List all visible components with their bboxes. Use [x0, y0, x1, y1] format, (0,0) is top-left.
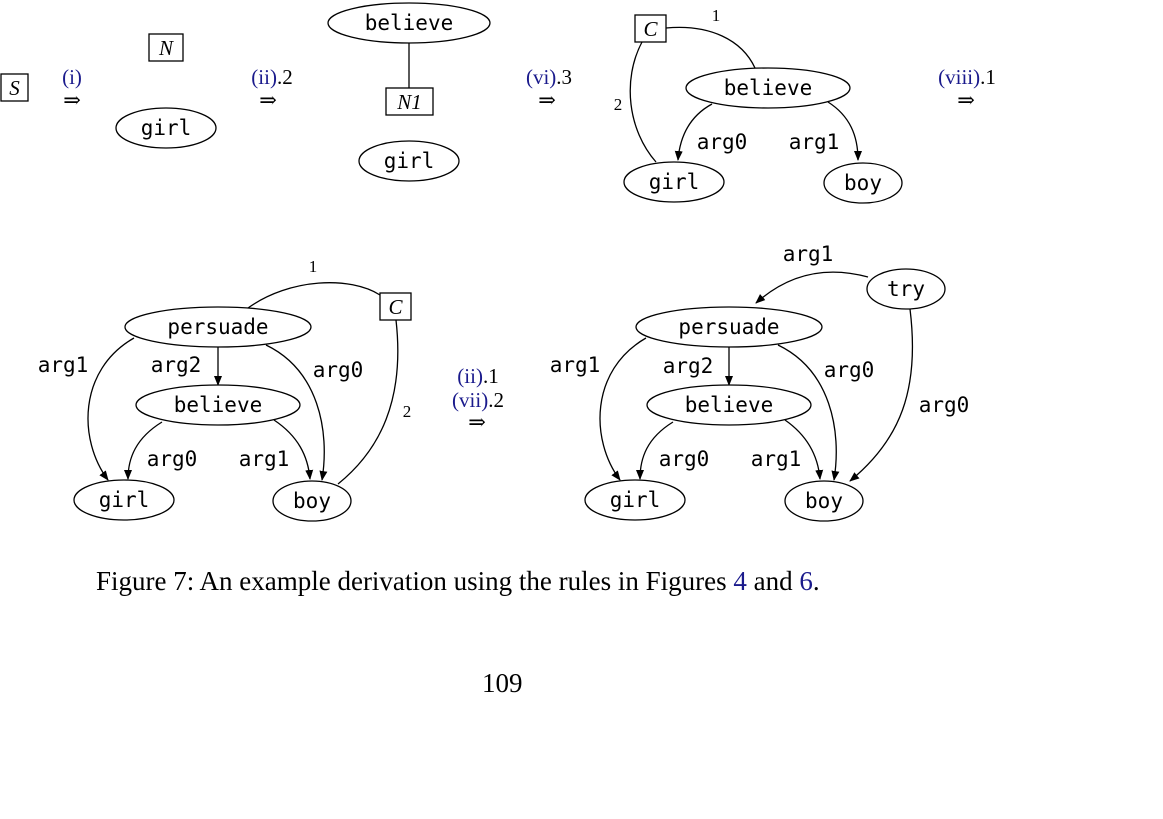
- edge-label-arg1: arg1: [38, 353, 89, 377]
- edge-label-arg0: arg0: [824, 358, 875, 382]
- node-boy: [823, 162, 903, 204]
- node-girl: [358, 140, 460, 182]
- edge-persuade-boy-arg0: [777, 344, 840, 481]
- edge-label-1: 1: [712, 6, 721, 25]
- step5-rule-label-a: (ii).1: [457, 364, 498, 388]
- node-boy: [784, 480, 864, 522]
- step5-arrow: ⇒: [468, 410, 486, 434]
- edge-label-arg0: arg0: [147, 447, 198, 471]
- node-persuade-label: persuade: [678, 315, 779, 339]
- step4-rule-label: (viii).1: [938, 65, 996, 89]
- nonterminal-c-label: C: [643, 17, 658, 41]
- node-believe: [327, 2, 491, 44]
- node-persuade-label: persuade: [167, 315, 268, 339]
- edge-label-arg1: arg1: [239, 447, 290, 471]
- step5-rule-label-b: (vii).2: [452, 388, 504, 412]
- node-believe: [135, 384, 301, 426]
- node-girl: [73, 479, 175, 521]
- nonterminal-c-box: [379, 292, 412, 321]
- caption-middle: and: [746, 566, 800, 596]
- node-persuade: [124, 306, 312, 348]
- node-try: [866, 268, 946, 310]
- edge-label-arg0: arg0: [659, 447, 710, 471]
- figure-caption: Figure 7: An example derivation using th…: [96, 566, 820, 597]
- node-believe: [646, 384, 812, 426]
- edge-label-arg1: arg1: [550, 353, 601, 377]
- edge-label-arg2: arg2: [151, 353, 202, 377]
- edge-label-2: 2: [403, 402, 412, 421]
- node-boy-label: boy: [293, 489, 331, 513]
- node-girl: [623, 161, 725, 203]
- edge-believe-girl-arg0: [636, 421, 674, 480]
- node-girl: [115, 107, 217, 149]
- node-girl-label: girl: [141, 116, 192, 140]
- node-believe-label: believe: [365, 11, 454, 35]
- step3-arrow: ⇒: [538, 88, 556, 112]
- nonterminal-c-label: C: [388, 295, 403, 319]
- nonterminal-c-box: [634, 14, 667, 43]
- step2-rule-label: (ii).2: [251, 65, 292, 89]
- node-persuade: [635, 306, 823, 348]
- node-girl: [584, 479, 686, 521]
- node-boy: [272, 480, 352, 522]
- nonterminal-s-box: [0, 73, 29, 102]
- step1-rule: (i): [62, 65, 82, 89]
- nonterminal-n1-box: [385, 87, 434, 116]
- figure-ref-6-link[interactable]: 6: [799, 566, 813, 596]
- step4-arrow: ⇒: [957, 88, 975, 112]
- edge-persuade-boy-arg0: [265, 344, 328, 481]
- caption-suffix: .: [812, 566, 820, 596]
- edge-persuade-girl-arg1: [599, 337, 647, 481]
- node-try-label: try: [887, 277, 925, 301]
- edge-label-arg2: arg2: [663, 354, 714, 378]
- edge-c-boy-2: [337, 319, 399, 485]
- edge-try-persuade-arg1: [755, 271, 869, 304]
- edge-label-2: 2: [614, 95, 623, 114]
- node-believe-label: believe: [685, 393, 774, 417]
- node-boy-label: boy: [844, 171, 882, 195]
- edge-believe-girl-arg0: [674, 103, 713, 161]
- node-believe-label: believe: [174, 393, 263, 417]
- edge-label-arg0: arg0: [697, 130, 748, 154]
- edge-label-arg1: arg1: [789, 130, 840, 154]
- edge-try-boy-arg0: [849, 308, 914, 482]
- edge-c-girl-2: [629, 41, 657, 163]
- nonterminal-s-label: S: [9, 76, 20, 100]
- edge-label-1: 1: [309, 257, 318, 276]
- node-believe: [685, 67, 851, 109]
- node-boy-label: boy: [805, 489, 843, 513]
- edge-believe-girl-arg0: [124, 421, 163, 480]
- nonterminal-n-label: N: [158, 36, 174, 60]
- edge-label-arg1: arg1: [783, 242, 834, 266]
- figure-ref-4-link[interactable]: 4: [733, 566, 747, 596]
- step3-rule-label: (vi).3: [526, 65, 572, 89]
- edge-label-arg0: arg0: [919, 393, 970, 417]
- page-number: 109: [482, 668, 523, 698]
- edge-label-arg1: arg1: [751, 447, 802, 471]
- edge-c-believe-1: [665, 26, 756, 69]
- edge-believe-boy-arg1: [273, 419, 314, 480]
- node-girl-label: girl: [610, 488, 661, 512]
- node-girl-label: girl: [99, 488, 150, 512]
- caption-prefix: Figure 7: An example derivation using th…: [96, 566, 734, 596]
- edge-believe-boy-arg1: [827, 101, 862, 161]
- step2-arrow: ⇒: [259, 88, 277, 112]
- edge-believe-boy-arg1: [784, 419, 824, 480]
- node-believe-label: believe: [724, 76, 813, 100]
- nonterminal-n1-label: N1: [396, 90, 422, 114]
- edge-persuade-girl-arg1: [87, 337, 135, 481]
- node-girl-label: girl: [384, 149, 435, 173]
- step1-arrow: ⇒: [63, 88, 81, 112]
- edge-label-arg0: arg0: [313, 358, 364, 382]
- edge-persuade-c-1: [247, 282, 381, 309]
- node-girl-label: girl: [649, 170, 700, 194]
- nonterminal-n-box: [148, 33, 184, 62]
